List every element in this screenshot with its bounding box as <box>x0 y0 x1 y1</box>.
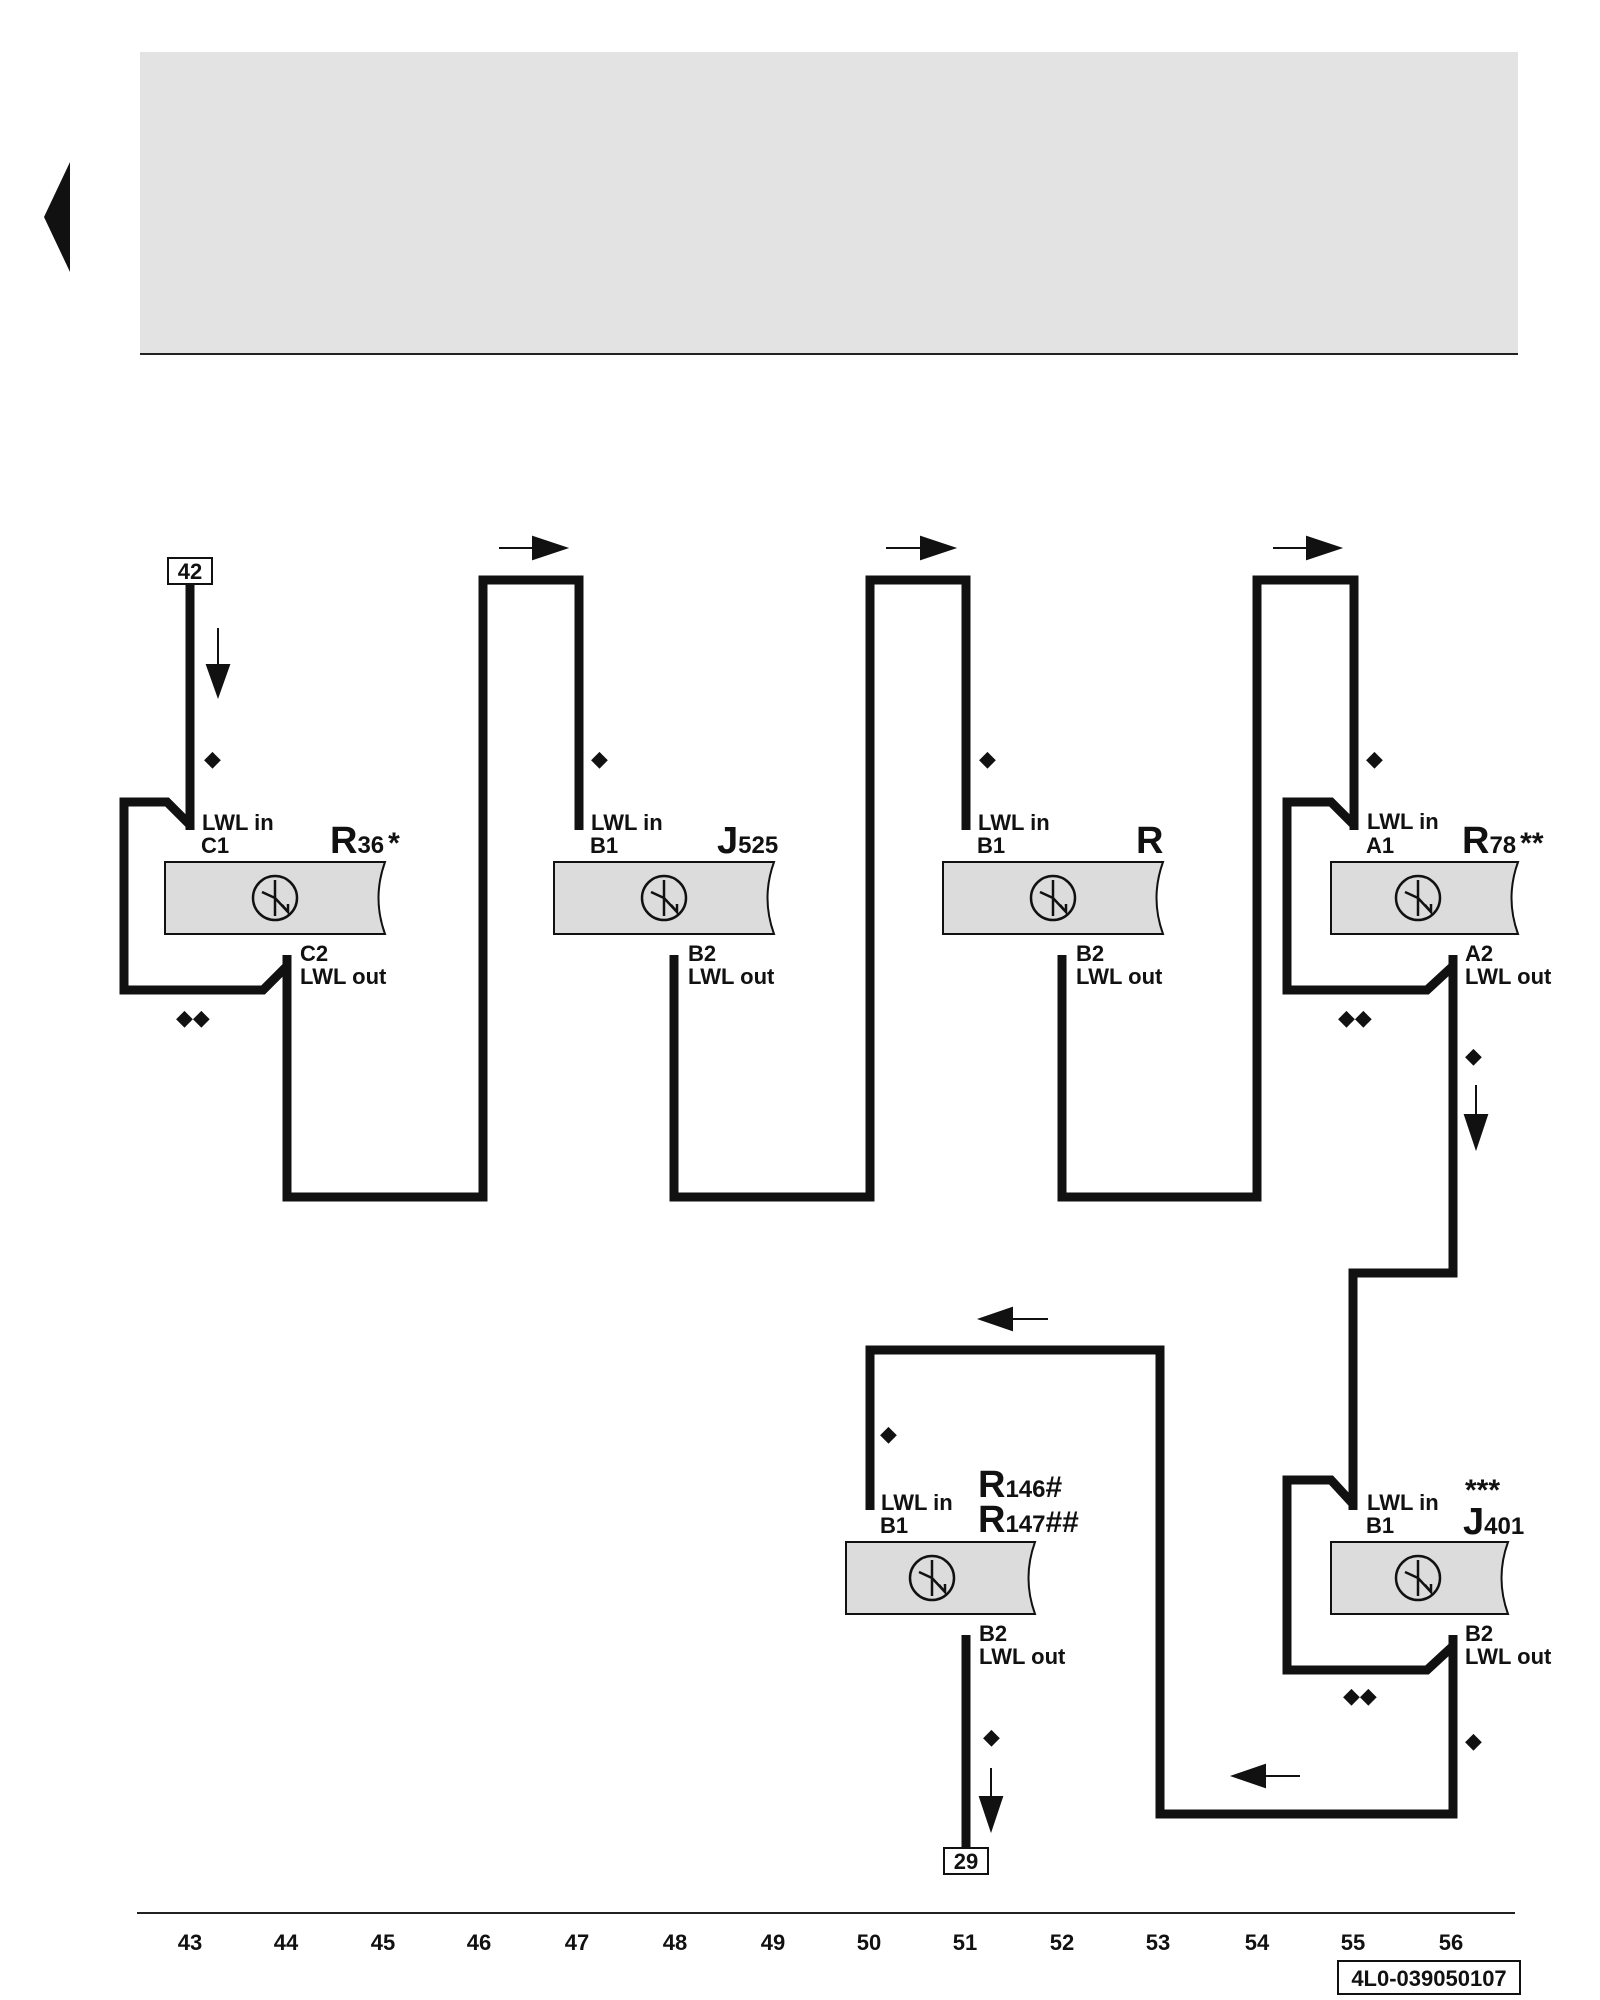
component-designation: J525 <box>717 820 778 862</box>
component-j401: LWL in B1 B2 LWL out *** J401 <box>1330 1474 1552 1669</box>
pin-label-in: LWL in <box>1367 1490 1439 1515</box>
pin-label-out: LWL out <box>1465 964 1552 989</box>
ref-end-label: 29 <box>954 1849 978 1874</box>
pin-code-out: B2 <box>1465 1621 1493 1646</box>
ref-box-end <box>943 1847 989 1875</box>
column-number: 49 <box>761 1930 785 1955</box>
diamond-marker: ◆ <box>1465 1728 1482 1753</box>
optical-transceiver-icon <box>1394 1554 1442 1602</box>
component-r146-r147: LWL in B1 B2 LWL out R146# R147## <box>845 1464 1079 1669</box>
pin-code-in: B1 <box>1366 1513 1394 1538</box>
diamond-markers: ◆ ◆ ◆ ◆ ◆ ◆ ◆ ◆ ◆◆ ◆◆ ◆◆ <box>176 746 1482 1753</box>
pin-code-out: B2 <box>688 941 716 966</box>
pin-code-in: A1 <box>1366 833 1394 858</box>
diamond-marker: ◆ <box>983 1724 1000 1749</box>
left-triangle-icon[interactable] <box>44 162 70 272</box>
column-number: 53 <box>1146 1930 1170 1955</box>
component-designation: J401 <box>1463 1501 1524 1543</box>
component-designation: R78** <box>1462 820 1544 862</box>
component-mark: *** <box>1465 1474 1500 1507</box>
column-number: 56 <box>1439 1930 1463 1955</box>
doc-id: 4L0-039050107 <box>1351 1966 1506 1991</box>
pin-code-out: B2 <box>1076 941 1104 966</box>
double-diamond-marker: ◆◆ <box>176 1005 210 1030</box>
component-designation: R146# <box>978 1464 1063 1506</box>
optical-transceiver-icon <box>251 874 299 922</box>
column-number: 55 <box>1341 1930 1365 1955</box>
pin-code-out: C2 <box>300 941 328 966</box>
pin-label-in: LWL in <box>591 810 663 835</box>
pin-label-out: LWL out <box>979 1644 1066 1669</box>
column-numbers: 43 44 45 46 47 48 49 50 51 52 53 54 55 5… <box>178 1930 1463 1955</box>
pin-code-in: B1 <box>977 833 1005 858</box>
double-diamond-marker: ◆◆ <box>1343 1683 1377 1708</box>
column-number: 54 <box>1245 1930 1270 1955</box>
pin-label-in: LWL in <box>202 810 274 835</box>
column-number: 48 <box>663 1930 687 1955</box>
optical-transceiver-icon <box>908 1554 956 1602</box>
component-r36: LWL in C1 C2 LWL out R36* <box>164 810 400 989</box>
flow-arrows <box>205 535 1489 1834</box>
column-number: 45 <box>371 1930 395 1955</box>
pin-code-in: B1 <box>880 1513 908 1538</box>
diamond-marker: ◆ <box>1465 1043 1482 1068</box>
pin-code-out: B2 <box>979 1621 1007 1646</box>
component-j525: LWL in B1 B2 LWL out J525 <box>553 810 778 989</box>
column-number: 47 <box>565 1930 589 1955</box>
component-r78: LWL in A1 A2 LWL out R78** <box>1330 809 1552 989</box>
component-r: LWL in B1 B2 LWL out R <box>942 810 1165 989</box>
column-number: 46 <box>467 1930 491 1955</box>
ref-start-label: 42 <box>178 559 202 584</box>
optical-transceiver-icon <box>1394 874 1442 922</box>
component-designation: R36* <box>330 820 400 862</box>
column-number: 43 <box>178 1930 202 1955</box>
double-diamond-marker: ◆◆ <box>1338 1005 1372 1030</box>
component-designation: R <box>1136 820 1163 862</box>
pin-code-in: C1 <box>201 833 229 858</box>
fiber-loop <box>119 575 1458 1848</box>
diamond-marker: ◆ <box>1366 746 1383 771</box>
doc-id-box <box>1337 1960 1521 1995</box>
pin-label-out: LWL out <box>1465 1644 1552 1669</box>
pin-label-in: LWL in <box>978 810 1050 835</box>
pin-code-out: A2 <box>1465 941 1493 966</box>
diamond-marker: ◆ <box>880 1421 897 1446</box>
optical-transceiver-icon <box>1029 874 1077 922</box>
pin-code-in: B1 <box>590 833 618 858</box>
optical-transceiver-icon <box>640 874 688 922</box>
pin-label-in: LWL in <box>881 1490 953 1515</box>
column-number: 50 <box>857 1930 881 1955</box>
column-number: 51 <box>953 1930 977 1955</box>
pin-label-out: LWL out <box>688 964 775 989</box>
ref-box-start <box>167 557 213 585</box>
pin-label-out: LWL out <box>300 964 387 989</box>
diamond-marker: ◆ <box>204 746 221 771</box>
header-band <box>140 52 1518 354</box>
component-designation-alt: R147## <box>978 1499 1079 1541</box>
column-number: 52 <box>1050 1930 1074 1955</box>
diamond-marker: ◆ <box>591 746 608 771</box>
column-number: 44 <box>274 1930 299 1955</box>
diamond-marker: ◆ <box>979 746 996 771</box>
pin-label-out: LWL out <box>1076 964 1163 989</box>
pin-label-in: LWL in <box>1367 809 1439 834</box>
